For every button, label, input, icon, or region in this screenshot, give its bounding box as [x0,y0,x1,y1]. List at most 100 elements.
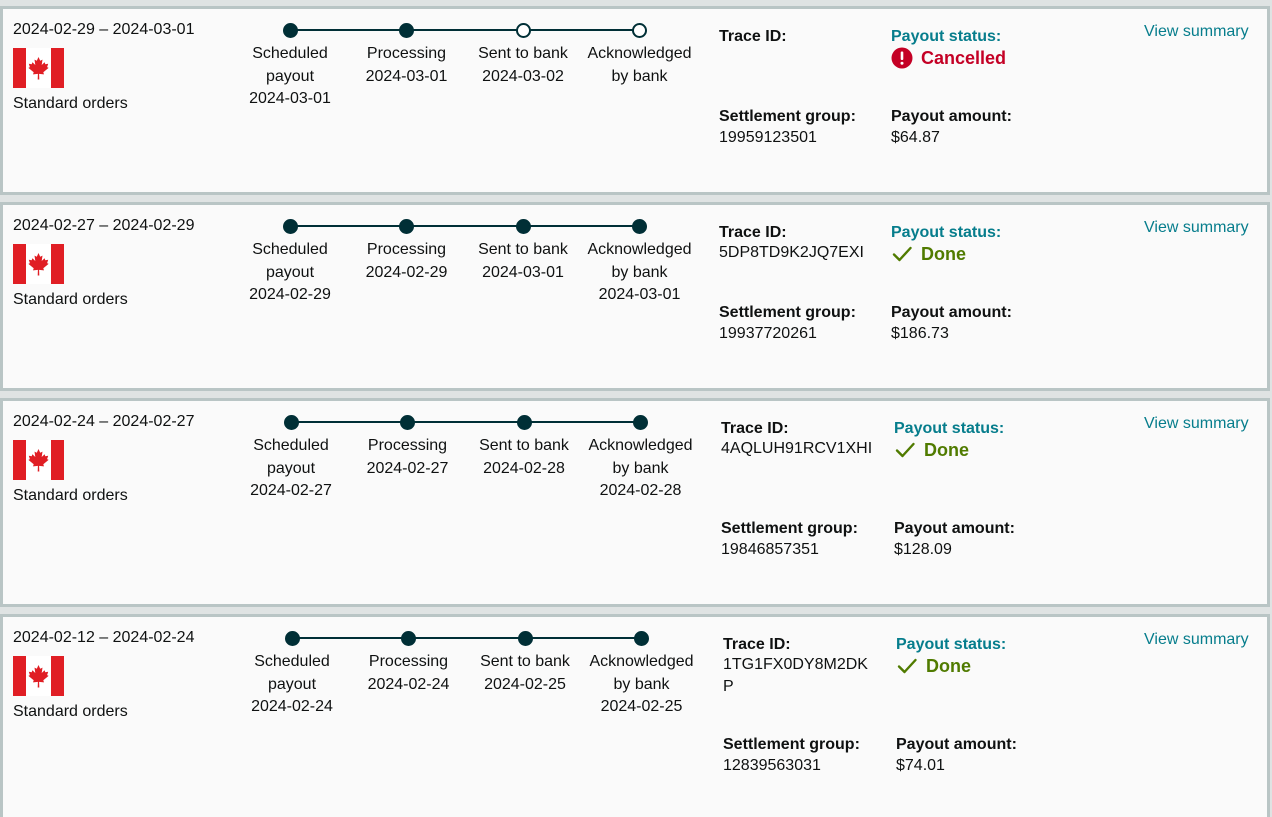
payout-amount-label: Payout amount: [896,736,1017,753]
view-summary-link[interactable]: View summary [1144,631,1249,648]
tracker-step-date: 2024-02-24 [367,675,450,693]
step-complete-icon [632,219,647,234]
payout-status-label: Payout status: [891,224,1002,241]
tracker-step-date: 2024-02-24 [251,698,333,715]
payout-amount-label: Payout amount: [894,520,1015,537]
settlement-group-value: 12839563031 [723,757,821,774]
step-complete-icon [282,219,298,234]
tracker-step: Acknowledged by bank 2024-03-01 [580,239,700,307]
settlement-group-label: Settlement group: [719,108,856,125]
tracker-step-name: Acknowledged by bank [587,45,692,85]
step-pending-icon [515,23,531,38]
checkmark-icon [896,655,918,677]
payout-amount-value: $74.01 [896,757,945,774]
tracker-step-date: 2024-03-01 [249,90,331,107]
settlement-group-label: Settlement group: [721,520,858,537]
view-summary-link[interactable]: View summary [1144,415,1249,432]
tracker-step-name: Acknowledged by bank [587,241,692,281]
payout-status-text: Cancelled [921,47,1007,68]
payout-card: 2024-02-24 – 2024-02-27 Standard orders … [0,398,1270,607]
payout-date-range: 2024-02-27 – 2024-02-29 [13,217,195,234]
step-complete-icon [400,415,415,430]
tracker-step: Processing 2024-02-24 [349,651,469,696]
channel-label: Standard orders [13,291,128,308]
tracker-step-date: 2024-02-25 [600,698,683,715]
tracker-step-name: Processing [368,653,449,670]
settlement-group-label: Settlement group: [723,736,860,753]
tracker-step-name: Processing [366,241,447,258]
tracker-step-name: Sent to bank [478,45,568,62]
view-summary-link[interactable]: View summary [1144,23,1249,40]
payout-amount-label: Payout amount: [891,108,1012,125]
tracker-step-name: Processing [366,45,447,62]
payout-date-range: 2024-02-24 – 2024-02-27 [13,413,195,430]
channel-label: Standard orders [13,95,128,112]
tracker-line [292,637,642,639]
tracker-step: Processing 2024-02-29 [347,239,467,284]
payout-status: Cancelled [891,47,1006,69]
payout-status: Done [894,439,969,461]
payout-amount-value: $64.87 [891,129,940,146]
trace-id-label: Trace ID: [719,28,787,45]
payout-amount-label: Payout amount: [891,304,1012,321]
trace-id-label: Trace ID: [721,420,789,437]
settlement-group-value: 19846857351 [721,541,819,558]
tracker-step-date: 2024-02-29 [365,263,448,281]
tracker-step-date: 2024-02-27 [250,482,332,499]
channel-label: Standard orders [13,487,128,504]
canada-flag-icon [13,244,64,284]
tracker-line [290,225,640,227]
payout-status-label: Payout status: [891,28,1002,45]
payout-status-text: Done [926,655,971,676]
view-summary-link[interactable]: View summary [1144,219,1249,236]
checkmark-icon [891,243,913,265]
tracker-step-name: Sent to bank [478,241,568,258]
canada-flag-icon [13,48,64,88]
tracker-step-date: 2024-03-02 [482,67,564,85]
tracker-step-date: 2024-03-01 [598,286,681,303]
step-complete-icon [515,219,531,234]
payout-card: 2024-02-27 – 2024-02-29 Standard orders … [0,202,1270,391]
step-complete-icon [399,219,414,234]
trace-id-value: 5DP8TD9K2JQ7EXI [719,244,864,261]
payout-date-range: 2024-02-29 – 2024-03-01 [13,21,195,38]
tracker-line [291,421,641,423]
step-complete-icon [284,631,300,646]
payout-date-range: 2024-02-12 – 2024-02-24 [13,629,195,646]
step-complete-icon [634,631,649,646]
tracker-step-name: Sent to bank [480,653,570,670]
tracker-step: Sent to bank 2024-03-02 [463,43,583,88]
alert-icon [891,47,913,69]
tracker-step-name: Scheduled payout [252,241,328,281]
trace-id-value: 1TG1FX0DY8M2DKP [723,656,868,695]
payout-card: 2024-02-12 – 2024-02-24 Standard orders … [0,614,1270,817]
step-complete-icon [633,415,648,430]
payout-status-text: Done [924,439,969,460]
tracker-step: Scheduled payout 2024-02-29 [230,239,350,307]
tracker-step-date: 2024-02-29 [249,286,331,303]
trace-id-value: 4AQLUH91RCV1XHI [721,440,873,457]
payout-card: 2024-02-29 – 2024-03-01 Standard orders … [0,6,1270,195]
tracker-step: Processing 2024-03-01 [347,43,467,88]
canada-flag-icon [13,656,64,696]
tracker-step: Sent to bank 2024-03-01 [463,239,583,284]
step-complete-icon [282,23,298,38]
tracker-step-date: 2024-03-01 [365,67,448,85]
step-complete-icon [517,631,533,646]
payout-amount-value: $128.09 [894,541,952,558]
settlement-group-value: 19937720261 [719,325,817,342]
step-complete-icon [399,23,414,38]
trace-id-label: Trace ID: [719,224,787,241]
step-complete-icon [516,415,532,430]
payout-status: Done [896,655,971,677]
settlement-group-label: Settlement group: [719,304,856,321]
tracker-step-date: 2024-03-01 [482,263,564,281]
